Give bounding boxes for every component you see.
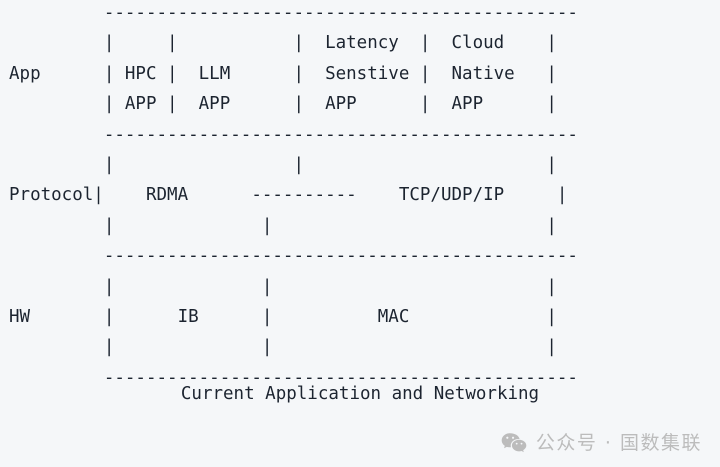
watermark-text: 公众号 · 国数集联	[535, 432, 702, 454]
watermark: 公众号 · 国数集联	[501, 432, 702, 454]
wechat-icon	[501, 432, 527, 454]
ascii-art-canvas: ----------------------------------------…	[9, 3, 578, 388]
figure-caption: Current Application and Networking	[180, 384, 540, 404]
